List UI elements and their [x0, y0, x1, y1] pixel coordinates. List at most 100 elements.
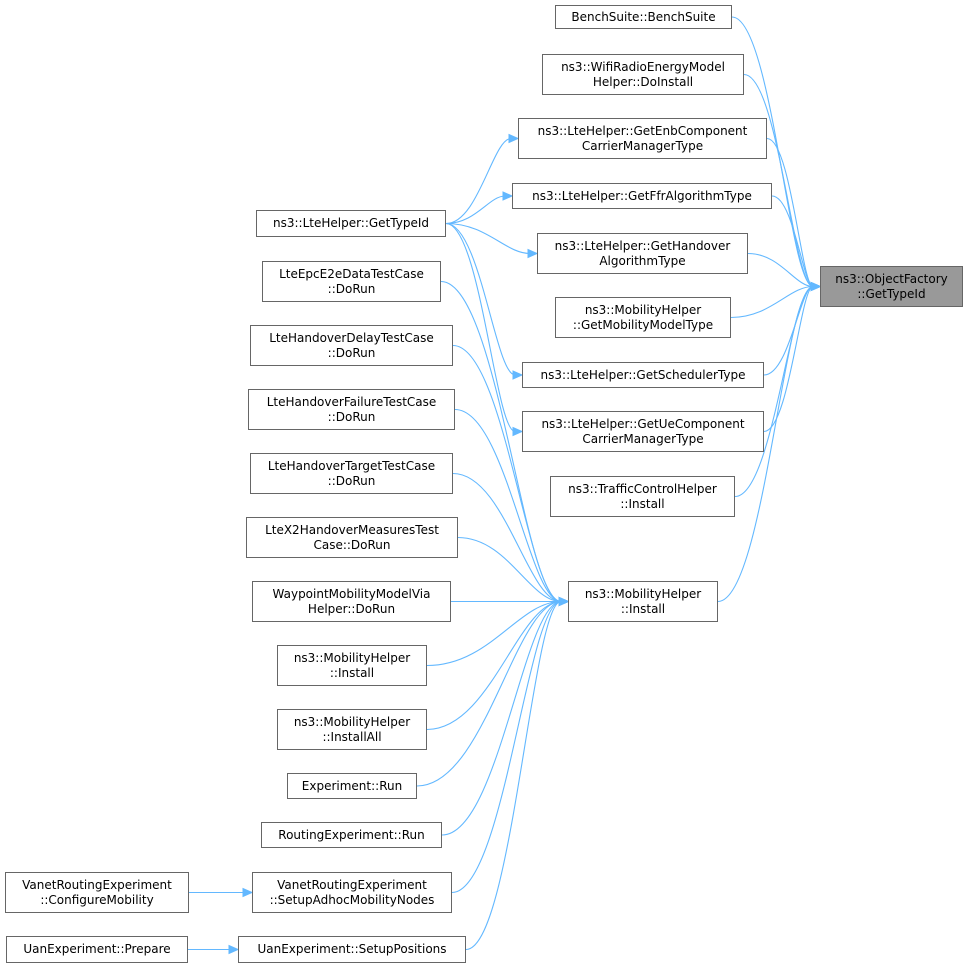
node-label-line1: ns3::MobilityHelper	[293, 650, 411, 665]
node-label-line1: LteHandoverFailureTestCase	[266, 394, 437, 409]
call-edge-lte_ffr_algo-to-object_factory_gettypeid	[771, 195, 814, 288]
call-edge-uan_setup_positions-to-mobility_install	[465, 600, 562, 951]
arrowhead-mobility_install-to-object_factory_gettypeid	[810, 281, 822, 292]
node-label-line2: ::GetTypeId	[857, 286, 926, 301]
node-label-line1: ns3::TrafficControlHelper	[568, 481, 717, 496]
call-edge-lte_handover_delay-to-mobility_install	[452, 344, 562, 603]
arrowhead-lte_gettypeid-to-lte_scheduler_type	[512, 370, 524, 380]
node-label-line1: ns3::MobilityHelper	[584, 302, 702, 317]
node-label-line2: Case::DoRun	[313, 537, 391, 552]
node-label-line2: Helper::DoInstall	[592, 74, 694, 89]
node-label-line2: ::Install	[620, 496, 665, 511]
arrowhead-vanet_configure_mobility-to-vanet_setup_adhoc	[242, 887, 254, 898]
node-lte-handover-delay-test-case-dorun[interactable]: LteHandoverDelayTestCase ::DoRun	[250, 325, 453, 366]
arrowhead-uan_setup_positions-to-mobility_install	[558, 596, 570, 607]
node-label-line1: Experiment::Run	[301, 778, 403, 793]
node-label-line2: ::DoRun	[327, 281, 376, 296]
call-edge-mobility_install_all-to-mobility_install	[426, 600, 562, 731]
node-label-line1: UanExperiment::SetupPositions	[257, 942, 447, 956]
node-lte-epc-e2e-data-test-case-dorun[interactable]: LteEpcE2eDataTestCase ::DoRun	[262, 261, 441, 302]
node-label-line2: ::DoRun	[327, 409, 376, 424]
node-mobility-helper-install-overload[interactable]: ns3::MobilityHelper ::Install	[277, 645, 427, 686]
node-label-line1: ns3::LteHelper::GetHandover	[554, 238, 731, 253]
arrowhead-uan_prepare-to-uan_setup_positions	[228, 944, 240, 955]
node-mobility-helper-install[interactable]: ns3::MobilityHelper ::Install	[568, 581, 718, 622]
node-label-line2: AlgorithmType	[599, 253, 686, 268]
arrowhead-lte_gettypeid-to-lte_enb_cc_mgr	[508, 133, 520, 144]
node-label-line1: ns3::LteHelper::GetTypeId	[272, 216, 429, 230]
node-lte-helper-gettypeid[interactable]: ns3::LteHelper::GetTypeId	[256, 210, 446, 237]
node-label-line1: WaypointMobilityModelVia	[272, 586, 431, 601]
node-label-line2: ::ConfigureMobility	[40, 892, 154, 907]
node-label-line2: CarrierManagerType	[581, 138, 704, 153]
node-wifi-radio-energy-model-helper-doinstall[interactable]: ns3::WifiRadioEnergyModel Helper::DoInst…	[542, 54, 744, 95]
node-label-line2: CarrierManagerType	[582, 431, 704, 446]
node-mobility-helper-install-all[interactable]: ns3::MobilityHelper ::InstallAll	[277, 709, 427, 750]
node-label-line1: VanetRoutingExperiment	[277, 877, 427, 892]
node-label-line2: Helper::DoRun	[307, 601, 396, 616]
node-uan-experiment-prepare[interactable]: UanExperiment::Prepare	[6, 936, 188, 963]
node-label-line2: ::DoRun	[327, 345, 376, 360]
node-lte-helper-get-ffr-algorithm-type[interactable]: ns3::LteHelper::GetFfrAlgorithmType	[512, 183, 772, 209]
node-object-factory-gettypeid: ns3::ObjectFactory ::GetTypeId	[820, 266, 963, 307]
node-label-line1: ns3::WifiRadioEnergyModel	[561, 59, 725, 74]
node-lte-handover-target-test-case-dorun[interactable]: LteHandoverTargetTestCase ::DoRun	[250, 453, 453, 494]
call-edge-wifi_radio_energy-to-object_factory_gettypeid	[743, 73, 814, 288]
node-label-line1: LteHandoverDelayTestCase	[269, 330, 434, 345]
node-label-line1: LteX2HandoverMeasuresTest	[265, 522, 439, 537]
call-edge-ltex2_handover-to-mobility_install	[457, 536, 562, 603]
node-label-line1: RoutingExperiment::Run	[278, 827, 425, 842]
node-label-line2: ::DoRun	[327, 473, 376, 488]
node-traffic-control-helper-install[interactable]: ns3::TrafficControlHelper ::Install	[550, 476, 735, 517]
node-bench-suite[interactable]: BenchSuite::BenchSuite	[555, 5, 732, 29]
node-label-line1: ns3::LteHelper::GetSchedulerType	[540, 367, 746, 382]
node-routing-experiment-run[interactable]: RoutingExperiment::Run	[261, 822, 442, 848]
call-edge-lte_handover_failure-to-mobility_install	[454, 408, 562, 603]
call-edge-lte_gettypeid-to-lte_handover_algo	[445, 222, 531, 255]
call-edge-lte_enb_cc_mgr-to-object_factory_gettypeid	[766, 137, 814, 288]
arrowhead-lte_gettypeid-to-lte_ffr_algo	[502, 191, 514, 201]
node-label-line2: ::SetupAdhocMobilityNodes	[269, 892, 435, 907]
node-experiment-run[interactable]: Experiment::Run	[287, 773, 417, 799]
node-ltex2-handover-measures-test-case-dorun[interactable]: LteX2HandoverMeasuresTest Case::DoRun	[246, 517, 458, 558]
node-waypoint-mobility-model-via-helper-dorun[interactable]: WaypointMobilityModelVia Helper::DoRun	[252, 581, 451, 622]
arrowhead-lte_gettypeid-to-lte_ue_cc_mgr	[512, 426, 524, 437]
node-label-line1: ns3::LteHelper::GetEnbComponent	[537, 123, 748, 138]
call-edge-routing_experiment_run-to-mobility_install	[441, 600, 562, 836]
call-edge-lte_ue_cc_mgr-to-object_factory_gettypeid	[763, 285, 814, 433]
call-edge-lte_handover_target-to-mobility_install	[452, 472, 562, 603]
node-label-line1: VanetRoutingExperiment	[22, 877, 172, 892]
call-edge-lte_gettypeid-to-lte_ue_cc_mgr	[445, 222, 516, 433]
node-label-line1: LteHandoverTargetTestCase	[267, 458, 436, 473]
node-lte-helper-get-scheduler-type[interactable]: ns3::LteHelper::GetSchedulerType	[522, 362, 764, 388]
node-lte-helper-get-handover-algorithm-type[interactable]: ns3::LteHelper::GetHandover AlgorithmTyp…	[537, 233, 748, 274]
node-label-line2: ::Install	[329, 665, 375, 680]
node-label-line1: LteEpcE2eDataTestCase	[279, 266, 424, 281]
node-lte-helper-get-ue-component-carrier-manager-type[interactable]: ns3::LteHelper::GetUeComponent CarrierMa…	[522, 411, 764, 452]
node-lte-helper-get-enb-component-carrier-manager-type[interactable]: ns3::LteHelper::GetEnbComponent CarrierM…	[518, 118, 767, 159]
call-edge-mobility_install_2-to-mobility_install	[426, 600, 562, 667]
node-label-line1: UanExperiment::Prepare	[23, 942, 171, 956]
call-edge-vanet_setup_adhoc-to-mobility_install	[451, 600, 562, 894]
node-label-line1: ns3::MobilityHelper	[293, 714, 411, 729]
call-edge-lte_gettypeid-to-lte_ffr_algo	[445, 195, 506, 225]
node-lte-handover-failure-test-case-dorun[interactable]: LteHandoverFailureTestCase ::DoRun	[248, 389, 455, 430]
node-label-line1: BenchSuite::BenchSuite	[571, 9, 716, 24]
node-uan-experiment-setup-positions[interactable]: UanExperiment::SetupPositions	[238, 936, 466, 963]
arrowhead-lte_gettypeid-to-lte_handover_algo	[527, 248, 539, 259]
node-label-line2: ::GetMobilityModelType	[572, 317, 714, 332]
call-edge-lte_handover_algo-to-object_factory_gettypeid	[747, 252, 814, 288]
node-label-line1: ns3::LteHelper::GetFfrAlgorithmType	[532, 188, 752, 203]
node-vanet-routing-experiment-setup-adhoc-mobility-nodes[interactable]: VanetRoutingExperiment ::SetupAdhocMobil…	[252, 872, 452, 913]
node-label-line1: ns3::ObjectFactory	[835, 271, 948, 286]
node-mobility-helper-get-mobility-model-type[interactable]: ns3::MobilityHelper ::GetMobilityModelTy…	[555, 297, 731, 338]
node-label-line2: ::InstallAll	[322, 729, 382, 744]
node-label-line2: ::Install	[620, 601, 666, 616]
node-label-line1: ns3::LteHelper::GetUeComponent	[541, 416, 745, 431]
call-edge-experiment_run-to-mobility_install	[416, 600, 562, 787]
node-label-line1: ns3::MobilityHelper	[584, 586, 702, 601]
call-edge-lte_gettypeid-to-lte_scheduler_type	[445, 222, 516, 376]
node-vanet-routing-experiment-configure-mobility[interactable]: VanetRoutingExperiment ::ConfigureMobili…	[5, 872, 189, 913]
